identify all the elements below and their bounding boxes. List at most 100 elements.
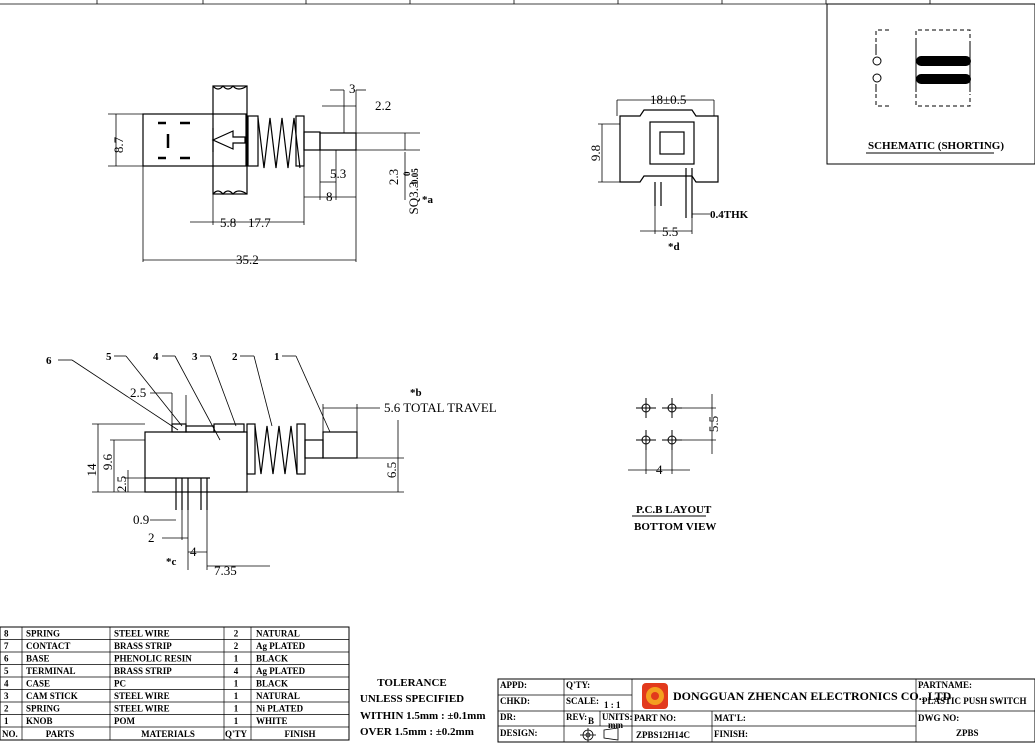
dim-4: 4 <box>190 544 197 559</box>
part-no-value: ZPBS12H14C <box>636 730 690 740</box>
dim-0-9: 0.9 <box>133 512 149 527</box>
parts-table-cell: CASE <box>26 679 50 689</box>
parts-table-cell: TERMINAL <box>26 666 76 676</box>
matl-label: MAT'L: <box>714 713 746 723</box>
parts-table-cell: BRASS STRIP <box>114 666 172 676</box>
end-view <box>598 99 719 234</box>
parts-table-cell: 5 <box>4 666 9 676</box>
side-view-dims: 6 5 4 3 2 1 2.5 *b 5.6 TOTAL TRAVEL 14 9… <box>46 351 497 578</box>
partname-value: PLASTIC PUSH SWITCH <box>922 696 1027 706</box>
chkd-label: CHKD: <box>500 696 530 706</box>
parts-table-cell: STEEL WIRE <box>114 704 170 714</box>
parts-table-cell: 1 <box>234 716 239 726</box>
parts-table-cell: BLACK <box>256 654 288 664</box>
dim-2-3: 2.3 <box>386 169 401 185</box>
rev-value: B <box>588 716 594 726</box>
dim-14: 14 <box>84 463 99 477</box>
front-view-dims: 8.7 3 2.2 5.3 2.3 8 5.8 17.7 35.2 SQ3.3 … <box>111 81 434 267</box>
dim-height: 8.7 <box>111 136 126 153</box>
parts-table-cell: Ag PLATED <box>256 641 306 651</box>
note-c: *c <box>166 556 177 568</box>
dim-5-5-pcb: 5.5 <box>706 416 721 432</box>
parts-table-cell: NATURAL <box>256 629 300 639</box>
dim-6-5: 6.5 <box>384 462 399 478</box>
bottom-view-label: BOTTOM VIEW <box>634 521 716 533</box>
dim-35-2: 35.2 <box>236 252 259 267</box>
tolerance-block: TOLERANCE UNLESS SPECIFIED WITHIN 1.5mm … <box>360 677 486 738</box>
parts-table-cell: BRASS STRIP <box>114 641 172 651</box>
top-ruler <box>0 0 1035 5</box>
parts-table-header: FINISH <box>284 729 315 739</box>
pcb-label: P.C.B LAYOUT <box>636 504 712 516</box>
parts-table-cell: 1 <box>234 654 239 664</box>
front-view <box>108 85 420 262</box>
parts-table-cell: BLACK <box>256 679 288 689</box>
parts-table-cell: 2 <box>4 704 9 714</box>
parts-table-cell: 2 <box>234 629 239 639</box>
dim-3: 3 <box>349 81 356 96</box>
parts-table-cell: WHITE <box>256 716 288 726</box>
qty-label: Q'TY: <box>566 680 590 690</box>
company-name: DONGGUAN ZHENCAN ELECTRONICS CO., LTD <box>673 689 952 703</box>
pcb-dims: 5.5 4 P.C.B LAYOUT BOTTOM VIEW <box>634 416 721 533</box>
dim-7-35: 7.35 <box>214 563 237 578</box>
parts-table-cell: STEEL WIRE <box>114 629 170 639</box>
parts-table-cell: 6 <box>4 654 9 664</box>
partname-label: PARTNAME: <box>918 680 972 690</box>
parts-table-cell: 4 <box>4 679 9 689</box>
parts-table-cell: PC <box>114 679 126 689</box>
note-d: *d <box>668 241 680 253</box>
scale-label: SCALE: <box>566 696 599 706</box>
part-no-label: PART NO: <box>634 713 676 723</box>
dim-9-8: 9.8 <box>588 145 603 161</box>
parts-table-cell: NATURAL <box>256 691 300 701</box>
parts-table-header: PARTS <box>46 729 75 739</box>
dim-sq-tol-upper: 0 <box>402 171 412 176</box>
parts-table-cell: 1 <box>4 716 9 726</box>
parts-table-cell: 1 <box>234 704 239 714</box>
dr-label: DR: <box>500 712 516 722</box>
dim-2-5-left: 2.5 <box>114 476 129 492</box>
pcb-hole-3 <box>636 430 656 450</box>
travel-label: 5.6 TOTAL TRAVEL <box>384 400 497 415</box>
parts-table-cell: 1 <box>234 679 239 689</box>
parts-table-cell: CONTACT <box>26 641 70 651</box>
tolerance-subtitle: UNLESS SPECIFIED <box>360 693 464 705</box>
rev-label: REV: <box>566 712 587 722</box>
pcb-layout <box>628 394 716 517</box>
units-label: UNITS: <box>602 712 633 722</box>
design-label: DESIGN: <box>500 728 538 738</box>
parts-table-cell: 3 <box>4 691 9 701</box>
parts-table-cell: SPRING <box>26 629 60 639</box>
finish-label: FINISH: <box>714 729 748 739</box>
parts-table-cell: KNOB <box>26 716 53 726</box>
callout-6: 6 <box>46 355 52 367</box>
parts-table-header: Q'TY <box>225 729 248 739</box>
callout-5: 5 <box>106 351 112 363</box>
parts-table-cell: CAM STICK <box>26 691 78 701</box>
dim-5-3: 5.3 <box>330 166 346 181</box>
parts-table-cell: 2 <box>234 641 239 651</box>
pcb-hole-1 <box>636 398 656 418</box>
parts-table-cell: Ag PLATED <box>256 666 306 676</box>
dim-4-pcb: 4 <box>656 462 663 477</box>
note-b: *b <box>410 387 422 399</box>
dwg-no-label: DWG NO: <box>918 713 959 723</box>
dim-18: 18±0.5 <box>650 92 686 107</box>
tolerance-line-1: WITHIN 1.5mm : ±0.1mm <box>360 710 486 722</box>
parts-table-cell: BASE <box>26 654 50 664</box>
tolerance-title: TOLERANCE <box>377 677 446 689</box>
scale-value: 1 : 1 <box>604 700 621 710</box>
pcb-hole-4 <box>662 430 682 450</box>
units-value: mm <box>608 720 623 730</box>
parts-table-cell: Ni PLATED <box>256 704 304 714</box>
dim-2: 2 <box>148 530 155 545</box>
third-angle-projection-icon <box>580 727 619 742</box>
dim-thk: 0.4THK <box>710 209 749 221</box>
schematic-box: SCHEMATIC (SHORTING) <box>826 3 1035 165</box>
parts-table-cell: 1 <box>234 691 239 701</box>
parts-table-cell: POM <box>114 716 135 726</box>
end-view-dims: 18±0.5 9.8 0.4THK 5.5 *d <box>588 92 749 253</box>
